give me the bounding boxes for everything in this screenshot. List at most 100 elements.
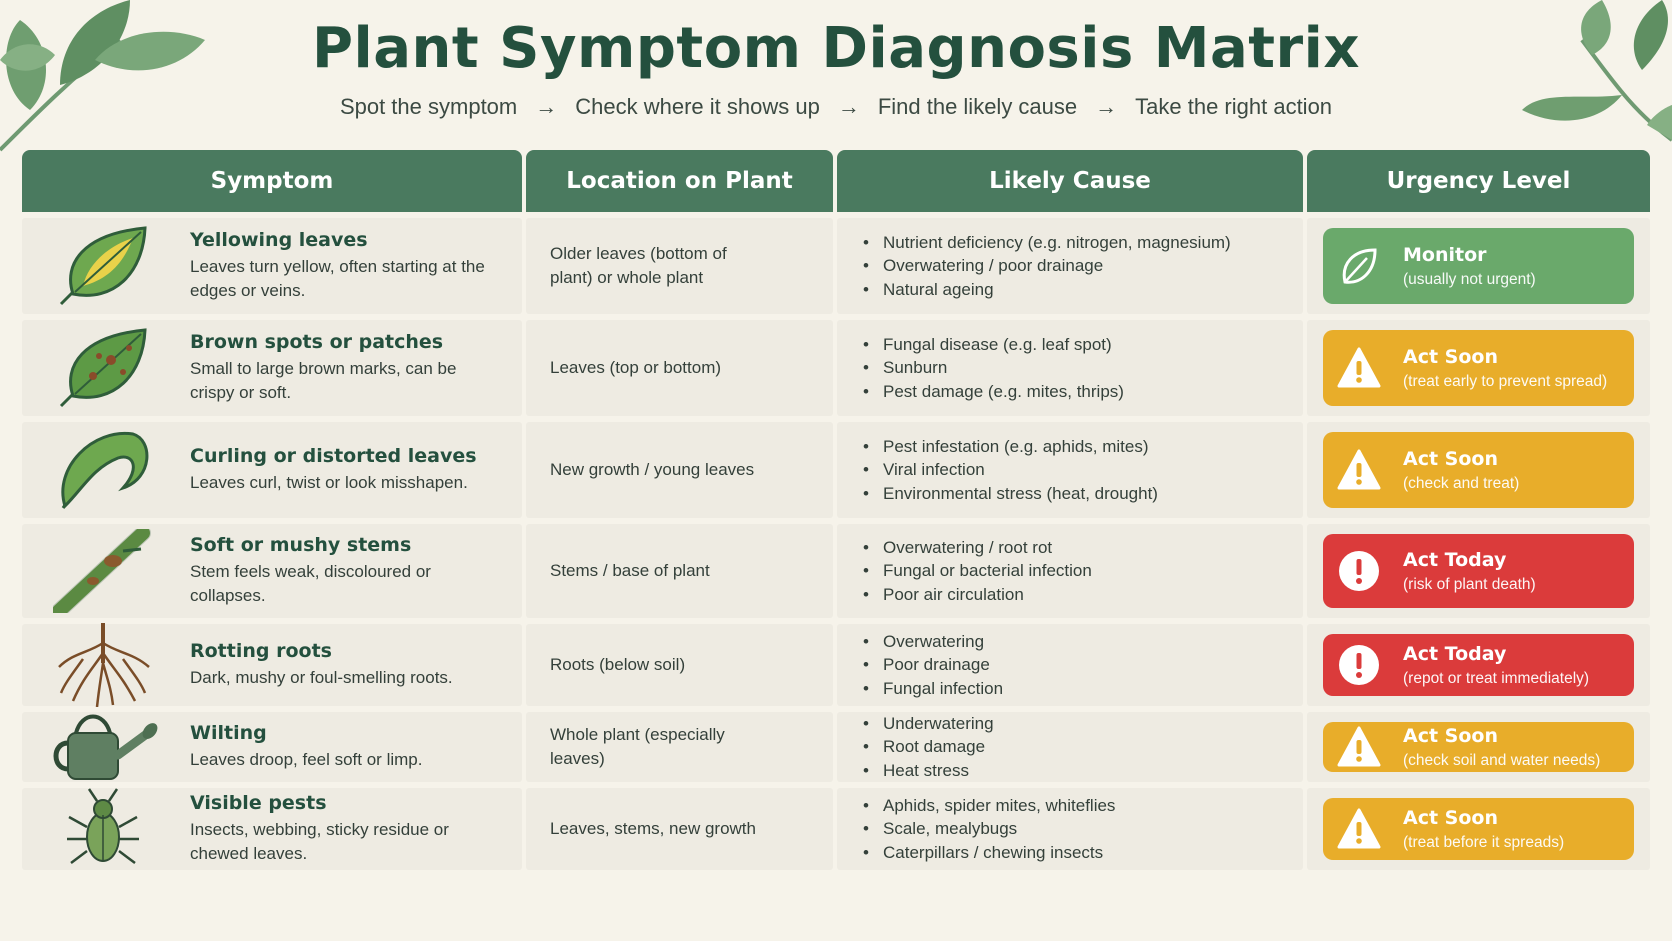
cause-cell: OverwateringPoor drainageFungal infectio… (837, 624, 1303, 706)
urgency-cell: Act Soon (treat early to prevent spread) (1307, 320, 1650, 416)
location-text: Leaves, stems, new growth (550, 819, 756, 838)
cause-cell: Aphids, spider mites, whitefliesScale, m… (837, 788, 1303, 870)
cause-item: Pest damage (e.g. mites, thrips) (863, 380, 1124, 404)
location-text: Older leaves (bottom of plant) or whole … (550, 244, 727, 287)
symptom-description: Leaves turn yellow, often starting at th… (190, 257, 485, 300)
symptom-description: Leaves curl, twist or look misshapen. (190, 473, 468, 492)
warning-icon (1337, 347, 1381, 388)
urgency-badge: Monitor (usually not urgent) (1323, 228, 1634, 304)
symptom-description: Leaves droop, feel soft or limp. (190, 750, 423, 769)
urgency-label: Act Soon (1403, 724, 1498, 747)
urgency-note: (repot or treat immediately) (1403, 669, 1590, 687)
symptom-description: Stem feels weak, discoloured or collapse… (190, 562, 431, 605)
alert-icon (1339, 551, 1379, 591)
cause-item: Overwatering / root rot (863, 536, 1092, 560)
urgency-badge: Act Soon (check soil and water needs) (1323, 722, 1634, 772)
decorative-leaves-right-icon (1522, 0, 1672, 142)
symptom-cell: Rotting roots Dark, mushy or foul-smelli… (22, 623, 522, 707)
location-text: Whole plant (especially leaves) (550, 725, 725, 768)
symptom-title: Yellowing leaves (190, 229, 368, 251)
urgency-note: (check and treat) (1403, 474, 1520, 492)
cause-cell: Nutrient deficiency (e.g. nitrogen, magn… (837, 218, 1303, 314)
symptom-title: Brown spots or patches (190, 331, 444, 353)
urgency-note: (treat early to prevent spread) (1403, 372, 1608, 390)
urgency-badge: Act Today (risk of plant death) (1323, 534, 1634, 608)
cause-item: Poor air circulation (863, 583, 1092, 607)
cause-list: Overwatering / root rotFungal or bacteri… (863, 536, 1092, 607)
cause-list: Fungal disease (e.g. leaf spot)SunburnPe… (863, 333, 1124, 404)
location-text: Roots (below soil) (550, 655, 686, 674)
symptom-description: Small to large brown marks, can be crisp… (190, 359, 457, 402)
cause-item: Viral infection (863, 458, 1158, 482)
urgency-note: (treat before it spreads) (1403, 833, 1565, 851)
urgency-cell: Act Soon (treat before it spreads) (1307, 788, 1650, 870)
location-text: Stems / base of plant (550, 561, 710, 580)
diagnosis-table: Symptom Location on Plant Likely Cause U… (22, 150, 1650, 876)
cause-list: Aphids, spider mites, whitefliesScale, m… (863, 794, 1115, 865)
symptom-title: Curling or distorted leaves (190, 445, 477, 467)
header-location: Location on Plant (526, 150, 833, 212)
bug-icon (48, 785, 158, 873)
urgency-cell: Act Soon (check soil and water needs) (1307, 712, 1650, 782)
warning-icon (1337, 726, 1381, 767)
urgency-note: (usually not urgent) (1403, 270, 1536, 288)
location-cell: Older leaves (bottom of plant) or whole … (526, 218, 833, 314)
spotted-leaf-icon (48, 324, 158, 412)
location-cell: New growth / young leaves (526, 422, 833, 518)
cause-item: Environmental stress (heat, drought) (863, 482, 1158, 506)
cause-item: Caterpillars / chewing insects (863, 841, 1115, 865)
urgency-label: Monitor (1403, 243, 1487, 266)
cause-cell: Fungal disease (e.g. leaf spot)SunburnPe… (837, 320, 1303, 416)
cause-item: Natural ageing (863, 278, 1231, 302)
arrow-right-icon: → (837, 94, 860, 119)
watering-can-icon (48, 703, 158, 791)
decorative-leaves-left-icon (0, 0, 205, 152)
cause-item: Heat stress (863, 759, 994, 783)
location-cell: Leaves, stems, new growth (526, 788, 833, 870)
urgency-badge: Act Soon (check and treat) (1323, 432, 1634, 508)
symptom-cell: Wilting Leaves droop, feel soft or limp. (22, 712, 522, 782)
cause-item: Scale, mealybugs (863, 817, 1115, 841)
arrow-right-icon: → (1095, 94, 1118, 119)
header-symptom: Symptom (22, 150, 522, 212)
location-text: Leaves (top or bottom) (550, 358, 722, 377)
cause-item: Poor drainage (863, 653, 1003, 677)
cause-cell: Pest infestation (e.g. aphids, mites)Vir… (837, 422, 1303, 518)
urgency-badge: Act Soon (treat early to prevent spread) (1323, 330, 1634, 406)
symptom-title: Soft or mushy stems (190, 534, 412, 556)
urgency-label: Act Today (1403, 642, 1507, 665)
yellow-leaf-icon (48, 222, 158, 310)
symptom-cell: Visible pests Insects, webbing, sticky r… (22, 788, 522, 870)
symptom-cell: Curling or distorted leaves Leaves curl,… (22, 422, 522, 518)
warning-icon (1337, 449, 1381, 490)
cause-list: Nutrient deficiency (e.g. nitrogen, magn… (863, 231, 1231, 302)
cause-list: OverwateringPoor drainageFungal infectio… (863, 630, 1003, 701)
cause-item: Fungal disease (e.g. leaf spot) (863, 333, 1124, 357)
symptom-cell: Soft or mushy stems Stem feels weak, dis… (22, 524, 522, 618)
header-urgency: Urgency Level (1307, 150, 1650, 212)
cause-item: Pest infestation (e.g. aphids, mites) (863, 435, 1158, 459)
location-cell: Roots (below soil) (526, 624, 833, 706)
urgency-cell: Monitor (usually not urgent) (1307, 218, 1650, 314)
cause-item: Fungal or bacterial infection (863, 559, 1092, 583)
location-text: New growth / young leaves (550, 460, 755, 479)
cause-list: UnderwateringRoot damageHeat stress (863, 712, 994, 783)
page-title: Plant Symptom Diagnosis Matrix (312, 16, 1360, 81)
urgency-cell: Act Soon (check and treat) (1307, 422, 1650, 518)
urgency-note: (check soil and water needs) (1403, 751, 1601, 769)
location-cell: Leaves (top or bottom) (526, 320, 833, 416)
symptom-title: Visible pests (190, 792, 327, 814)
step-1: Spot the symptom (339, 94, 518, 119)
cause-item: Fungal infection (863, 677, 1003, 701)
location-cell: Stems / base of plant (526, 524, 833, 618)
cause-item: Underwatering (863, 712, 994, 736)
urgency-badge: Act Soon (treat before it spreads) (1323, 798, 1634, 860)
urgency-label: Act Today (1403, 548, 1507, 571)
cause-item: Root damage (863, 735, 994, 759)
urgency-cell: Act Today (repot or treat immediately) (1307, 624, 1650, 706)
cause-cell: Overwatering / root rotFungal or bacteri… (837, 524, 1303, 618)
urgency-label: Act Soon (1403, 447, 1498, 470)
symptom-title: Rotting roots (190, 640, 332, 662)
urgency-badge: Act Today (repot or treat immediately) (1323, 634, 1634, 696)
cause-cell: UnderwateringRoot damageHeat stress (837, 712, 1303, 782)
